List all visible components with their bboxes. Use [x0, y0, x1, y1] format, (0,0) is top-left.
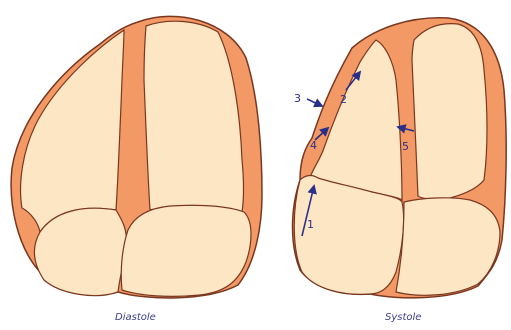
label-4: 4 [310, 139, 317, 152]
diastole-heart [11, 16, 262, 298]
label-1: 1 [307, 218, 314, 231]
caption-diastole: Diastole [115, 312, 156, 323]
label-2: 2 [340, 93, 347, 106]
systole-right-chamber [412, 24, 487, 200]
label-5: 5 [402, 140, 409, 153]
diastole-lower-right-lobe [121, 205, 251, 296]
systole-lower-right-lobe [396, 198, 500, 295]
label-3: 3 [294, 92, 301, 105]
systole-heart: 1 2 3 4 5 [293, 18, 507, 298]
arrow-3 [307, 99, 322, 106]
caption-systole: Systole [385, 312, 421, 323]
diastole-left-chamber [21, 30, 124, 232]
